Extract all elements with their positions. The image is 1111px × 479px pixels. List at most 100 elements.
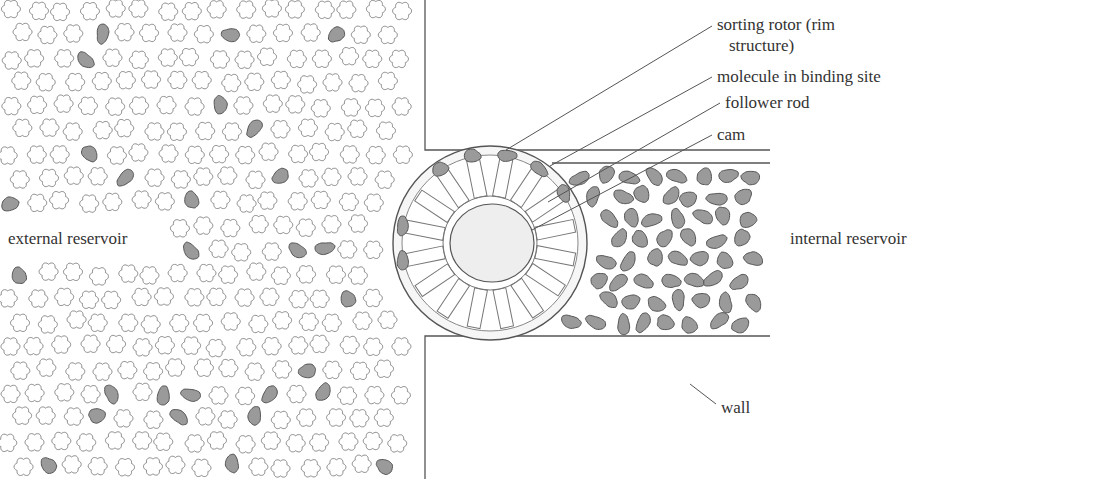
flower-molecule bbox=[81, 386, 100, 403]
flower-molecule bbox=[2, 97, 21, 114]
flower-molecule bbox=[25, 434, 44, 451]
flower-molecule bbox=[28, 96, 47, 113]
flower-molecule bbox=[50, 146, 69, 163]
flower-molecule bbox=[88, 314, 107, 331]
flower-molecule bbox=[271, 71, 290, 88]
flower-molecule bbox=[106, 98, 125, 115]
grey-molecule bbox=[316, 383, 330, 401]
grey-molecule bbox=[248, 407, 261, 426]
grey-molecule bbox=[735, 189, 752, 204]
grey-molecule bbox=[105, 385, 118, 404]
grey-molecule bbox=[225, 454, 238, 473]
flower-molecule bbox=[271, 460, 290, 477]
grey-molecule bbox=[117, 169, 134, 186]
flower-molecule bbox=[67, 311, 86, 328]
grey-molecule bbox=[622, 295, 640, 309]
flower-molecule bbox=[144, 411, 163, 428]
flower-molecule bbox=[210, 51, 229, 68]
grey-molecule bbox=[298, 364, 315, 378]
grey-molecule bbox=[707, 235, 727, 249]
flower-molecule bbox=[170, 220, 189, 237]
flower-molecule bbox=[366, 99, 385, 116]
flower-molecule bbox=[130, 97, 149, 114]
flower-molecule bbox=[262, 243, 281, 260]
flower-molecule bbox=[296, 219, 315, 236]
flower-molecule bbox=[1, 385, 20, 402]
flower-molecule bbox=[180, 48, 199, 65]
flower-molecule bbox=[159, 145, 178, 162]
flower-molecule bbox=[13, 119, 32, 136]
flower-molecule bbox=[158, 49, 177, 66]
flower-molecule bbox=[185, 146, 204, 163]
grey-molecule bbox=[634, 185, 649, 202]
flower-molecule bbox=[133, 432, 152, 449]
flower-molecule bbox=[1, 338, 20, 355]
flower-molecule bbox=[115, 119, 134, 136]
flower-molecule bbox=[29, 290, 48, 307]
grey-molecule bbox=[12, 267, 26, 283]
grey-molecule bbox=[272, 168, 288, 183]
flower-molecule bbox=[349, 215, 368, 232]
grey-molecule bbox=[569, 171, 589, 185]
grey-molecule bbox=[740, 212, 757, 227]
flower-molecule bbox=[194, 168, 213, 185]
flower-molecule bbox=[376, 122, 395, 139]
rim-inner bbox=[402, 155, 578, 331]
part-label: cam bbox=[717, 124, 745, 145]
flower-molecule bbox=[12, 72, 31, 89]
flower-molecule bbox=[219, 266, 238, 283]
grey-molecule bbox=[328, 27, 344, 42]
part-label: molecule in binding site bbox=[717, 66, 881, 87]
flower-molecule bbox=[271, 267, 290, 284]
flower-molecule bbox=[245, 73, 264, 90]
flower-molecule bbox=[38, 26, 57, 43]
grey-molecule bbox=[693, 210, 713, 224]
grey-molecule bbox=[743, 252, 762, 266]
flower-molecule bbox=[107, 147, 126, 164]
internal-molecules bbox=[562, 166, 763, 334]
flower-molecule bbox=[299, 313, 318, 330]
grey-molecule bbox=[672, 290, 684, 311]
flower-molecule bbox=[249, 215, 268, 232]
grey-molecule bbox=[289, 243, 307, 258]
grey-molecule bbox=[741, 171, 760, 184]
flower-molecule bbox=[310, 335, 329, 352]
flower-molecule bbox=[273, 312, 292, 329]
flower-molecule bbox=[374, 409, 393, 426]
flower-molecule bbox=[310, 434, 329, 451]
flower-molecule bbox=[25, 50, 44, 67]
grey-molecule bbox=[719, 292, 731, 313]
flower-molecule bbox=[222, 123, 241, 140]
leader-line bbox=[690, 384, 716, 404]
grey-molecule bbox=[636, 313, 650, 333]
flower-molecule bbox=[170, 314, 189, 331]
flower-molecule bbox=[299, 170, 318, 187]
flower-molecule bbox=[392, 98, 411, 115]
flower-molecule bbox=[133, 339, 152, 356]
grey-molecule bbox=[221, 29, 239, 42]
follower-rod bbox=[511, 278, 544, 318]
flower-molecule bbox=[129, 51, 148, 68]
flower-molecule bbox=[40, 169, 59, 186]
grey-molecule bbox=[601, 210, 618, 228]
flower-molecule bbox=[129, 144, 148, 161]
flower-molecule bbox=[289, 145, 308, 162]
flower-molecule bbox=[338, 241, 357, 258]
flower-molecule bbox=[211, 191, 230, 208]
flower-molecule bbox=[249, 458, 268, 475]
flower-molecule bbox=[171, 171, 190, 188]
flower-molecule bbox=[106, 0, 125, 17]
flower-molecule bbox=[194, 26, 213, 43]
flower-molecule bbox=[194, 314, 213, 331]
sorting-rotor bbox=[393, 146, 587, 340]
flower-molecule bbox=[322, 216, 341, 233]
flower-molecule bbox=[154, 433, 173, 450]
flower-molecule bbox=[235, 51, 254, 68]
flower-molecule bbox=[168, 71, 187, 88]
grey-molecule bbox=[646, 168, 662, 186]
flower-molecule bbox=[258, 48, 277, 65]
flower-molecule bbox=[348, 168, 367, 185]
flower-molecule bbox=[348, 267, 367, 284]
wall-line bbox=[425, 0, 463, 150]
flower-molecule bbox=[351, 362, 370, 379]
